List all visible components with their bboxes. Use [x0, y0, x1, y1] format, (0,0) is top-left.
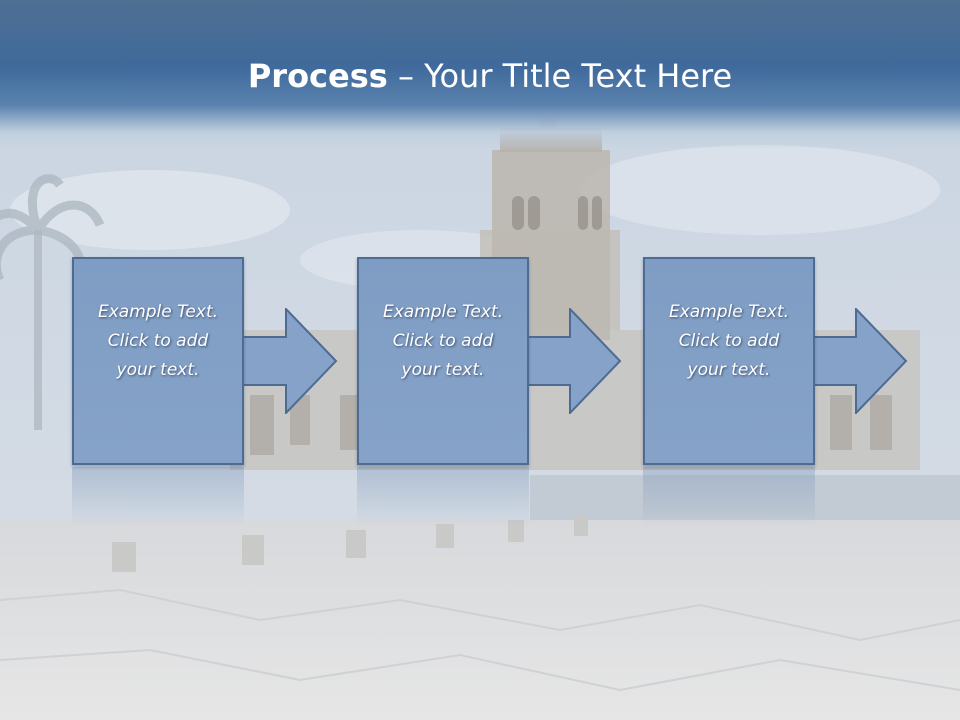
slide-title-rest: – Your Title Text Here — [387, 57, 733, 95]
step-3-arrow — [812, 308, 908, 414]
step-2-arrow — [526, 308, 622, 414]
step-3-box[interactable]: Example Text. Click to add your text. — [643, 257, 815, 465]
step-1-box[interactable]: Example Text. Click to add your text. — [72, 257, 244, 465]
slide-title[interactable]: Process – Your Title Text Here — [0, 56, 960, 96]
slide-title-bold: Process — [247, 57, 388, 95]
step-2-box[interactable]: Example Text. Click to add your text. — [357, 257, 529, 465]
step-1-reflection — [72, 467, 244, 527]
title-banner — [0, 0, 960, 150]
step-3-text: Example Text. Click to add your text. — [668, 301, 790, 380]
step-2-text: Example Text. Click to add your text. — [382, 301, 504, 380]
step-1-arrow — [242, 308, 338, 414]
step-1-text: Example Text. Click to add your text. — [97, 301, 219, 380]
step-2-reflection — [357, 467, 529, 527]
step-3-reflection — [643, 467, 815, 527]
